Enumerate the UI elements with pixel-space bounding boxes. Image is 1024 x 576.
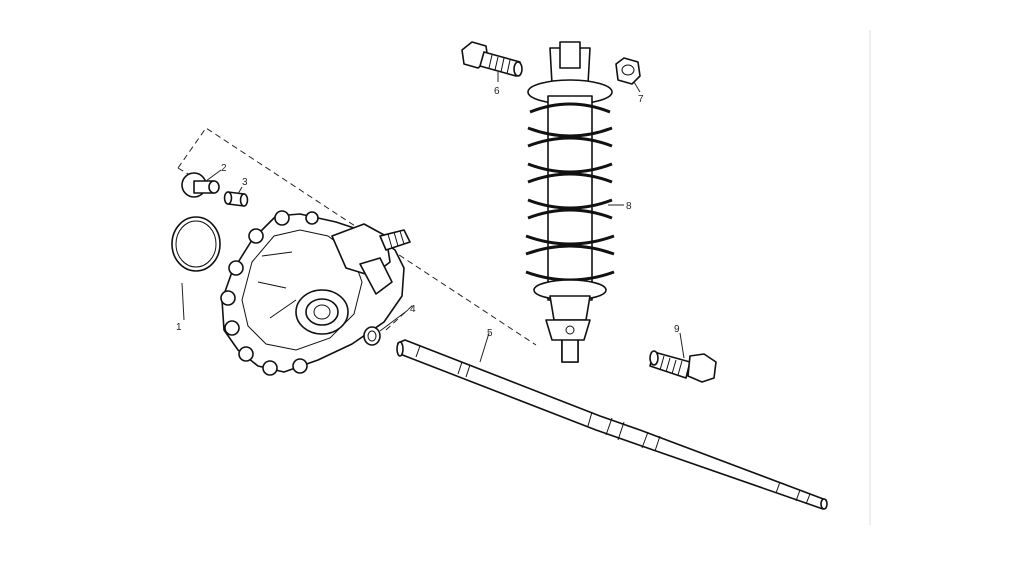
washer-part <box>363 326 381 346</box>
callout-3: 3 <box>242 177 248 188</box>
callout-1: 1 <box>176 322 182 333</box>
gear-housing-part <box>220 210 411 376</box>
o-ring-part <box>171 216 221 272</box>
pin-part <box>223 191 249 207</box>
callout-6: 6 <box>494 86 500 97</box>
axle-shaft-part <box>396 339 828 510</box>
lower-bolt-part <box>649 350 717 383</box>
callout-4: 4 <box>410 304 416 315</box>
callout-7: 7 <box>638 94 644 105</box>
callout-8: 8 <box>626 201 632 212</box>
bushing-part <box>181 172 220 198</box>
callout-5: 5 <box>487 328 493 339</box>
callout-9: 9 <box>674 324 680 335</box>
leader-lines <box>181 72 685 363</box>
top-bolt-part <box>461 41 523 77</box>
shock-absorber-part <box>525 41 615 363</box>
callout-2: 2 <box>221 163 227 174</box>
nut-part <box>615 57 641 85</box>
